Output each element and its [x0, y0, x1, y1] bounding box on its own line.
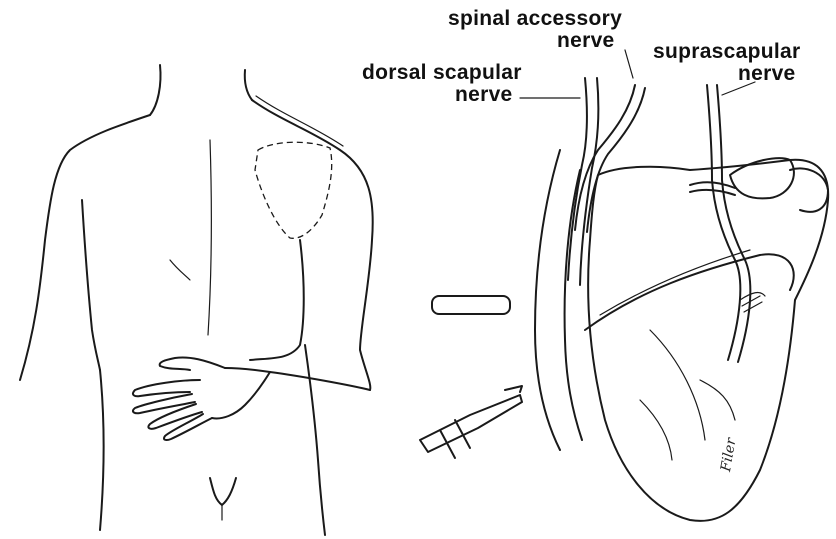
- back-muscle-hint: [170, 260, 190, 280]
- torso-left-side: [100, 370, 104, 530]
- hand-finger-4: [164, 414, 212, 440]
- label-suprascapular-line2: nerve: [738, 63, 796, 85]
- neck-right-outline: [245, 70, 252, 100]
- coracoid-process: [790, 168, 828, 211]
- label-spinal-accessory-line1: spinal accessory: [448, 8, 622, 30]
- scapula-contour-2: [700, 380, 735, 420]
- hand-finger-3: [148, 404, 202, 429]
- scapula-diagram: [520, 50, 828, 521]
- scapula-outline-dashed: [255, 142, 332, 238]
- torso-right-side: [305, 345, 325, 535]
- scapula-body: [588, 160, 828, 521]
- spinal-accessory-nerve-right: [587, 88, 645, 232]
- suprascapular-nerve-left: [707, 85, 740, 360]
- muscle-strip-inner: [565, 170, 582, 440]
- label-dorsal-scapular-line2: nerve: [455, 84, 513, 106]
- label-spinal-accessory-line2: nerve: [557, 30, 615, 52]
- leader-line-spinal: [625, 50, 633, 78]
- spine-line: [208, 140, 211, 335]
- scapular-spine: [585, 254, 794, 330]
- left-arm-inner: [82, 200, 100, 370]
- hand-thumb: [160, 357, 225, 370]
- forearm-top: [225, 368, 370, 390]
- neck-left-outline: [150, 65, 161, 115]
- suprascapular-notch-shading: [740, 293, 765, 312]
- right-shoulder-inner: [256, 96, 343, 146]
- hand-palm-edge: [212, 372, 270, 418]
- upper-arm-inner: [250, 240, 304, 360]
- suprascapular-nerve-right: [717, 85, 750, 362]
- drill-bit-body: [420, 395, 522, 452]
- hand-finger-2: [133, 394, 195, 413]
- label-dorsal-scapular-line1: dorsal scapular: [362, 62, 522, 84]
- torso-figure: [20, 65, 373, 535]
- scapula-surface-contours: [640, 330, 705, 460]
- drill-bit-tip: [505, 386, 522, 392]
- surgical-instruments: [420, 296, 522, 458]
- label-suprascapular-line1: suprascapular: [653, 41, 800, 63]
- gluteal-cleft: [210, 478, 236, 505]
- drill-guide-sleeve: [432, 296, 510, 314]
- muscle-strip-outer: [535, 150, 560, 450]
